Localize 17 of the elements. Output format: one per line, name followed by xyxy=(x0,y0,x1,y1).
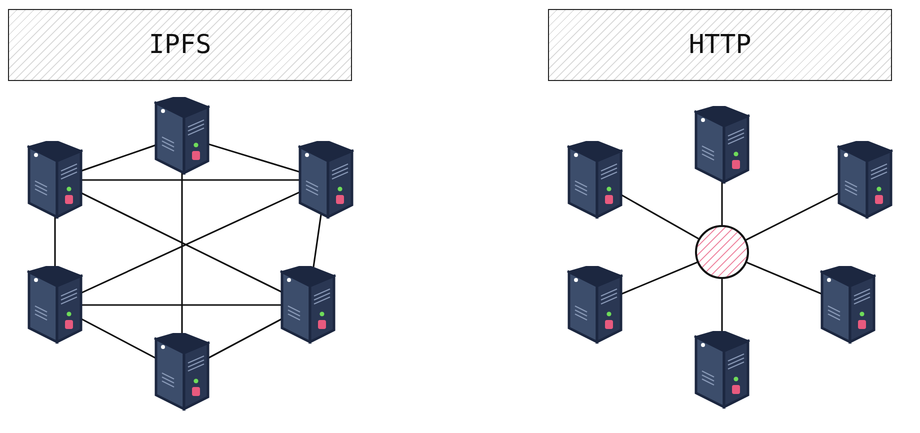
server-icon xyxy=(27,141,83,219)
server-icon xyxy=(154,97,210,175)
server-icon xyxy=(27,266,83,344)
server-icon xyxy=(567,266,623,344)
server-icon xyxy=(154,333,210,411)
header-text: HTTP xyxy=(688,30,752,60)
server-icon xyxy=(280,266,336,344)
header-text: IPFS xyxy=(148,30,212,60)
server-icon xyxy=(694,331,750,409)
header-box xyxy=(8,9,352,81)
server-icon xyxy=(694,106,750,184)
server-icon xyxy=(820,266,876,344)
server-icon xyxy=(567,141,623,219)
header-box xyxy=(548,9,892,81)
server-icon xyxy=(837,141,893,219)
server-icon xyxy=(298,141,354,219)
hub-circle xyxy=(694,224,750,280)
